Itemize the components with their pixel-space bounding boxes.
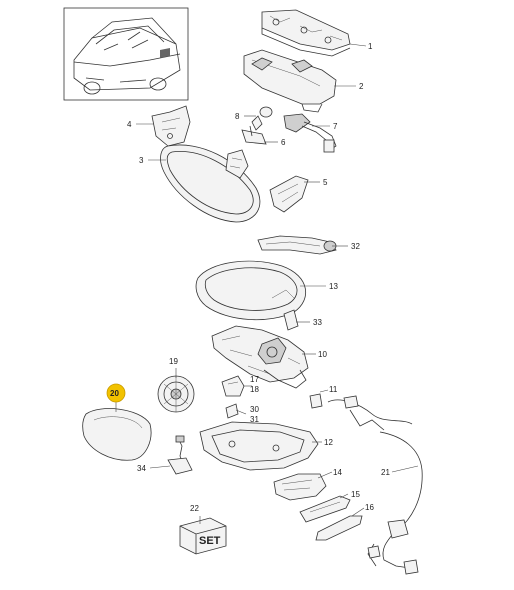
- callout-32: 32: [351, 242, 360, 251]
- part-4: [151, 105, 191, 147]
- callout-10: 10: [318, 350, 327, 359]
- part-2: [243, 49, 337, 113]
- callout-34: 34: [137, 464, 146, 473]
- part-16: [315, 515, 363, 541]
- part-14: [273, 473, 327, 501]
- callout-31: 31: [250, 415, 259, 424]
- callout-labels: 1 2 4 8 7 6 3 5 32 13 33 10 19 20 17 18 …: [110, 42, 390, 513]
- part-11: [309, 393, 323, 409]
- callout-1: 1: [368, 42, 373, 51]
- callout-16: 16: [365, 503, 374, 512]
- callout-14: 14: [333, 468, 342, 477]
- callout-8: 8: [235, 112, 240, 121]
- part-3: [160, 144, 261, 223]
- callout-5: 5: [323, 178, 328, 187]
- callout-2: 2: [359, 82, 364, 91]
- callout-11: 11: [329, 385, 338, 394]
- callout-7: 7: [333, 122, 338, 131]
- callout-18: 18: [250, 385, 259, 394]
- part-8: [251, 106, 273, 131]
- callout-6: 6: [281, 138, 286, 147]
- callout-33: 33: [313, 318, 322, 327]
- part-13: [195, 260, 307, 321]
- part-33: [283, 309, 299, 331]
- part-5: [269, 175, 309, 213]
- callout-4: 4: [127, 120, 132, 129]
- part-6: [241, 125, 267, 145]
- callout-20: 20: [110, 389, 119, 398]
- callout-15: 15: [351, 490, 360, 499]
- part-15: [299, 495, 351, 523]
- part-7: [283, 113, 337, 153]
- part-22-set-box: SET: [179, 517, 227, 555]
- callout-12: 12: [324, 438, 333, 447]
- part-1: [261, 9, 351, 57]
- callout-20-highlight: [106, 383, 126, 403]
- set-box-text: SET: [199, 535, 221, 547]
- leader-lines: [115, 43, 419, 524]
- part-12: [199, 421, 319, 471]
- callout-19: 19: [169, 357, 178, 366]
- callout-17: 17: [250, 375, 259, 384]
- part-17-18: [221, 375, 245, 397]
- part-21: [327, 395, 423, 575]
- callout-3: 3: [139, 156, 144, 165]
- callout-13: 13: [329, 282, 338, 291]
- part-19: [157, 375, 195, 413]
- vehicle-thumbnail: [63, 7, 189, 101]
- callout-21: 21: [381, 468, 390, 477]
- part-34: [167, 435, 193, 475]
- part-32: [257, 235, 337, 255]
- callout-30: 30: [250, 405, 259, 414]
- part-20: [82, 408, 152, 461]
- callout-22: 22: [190, 504, 199, 513]
- part-10: [211, 325, 309, 389]
